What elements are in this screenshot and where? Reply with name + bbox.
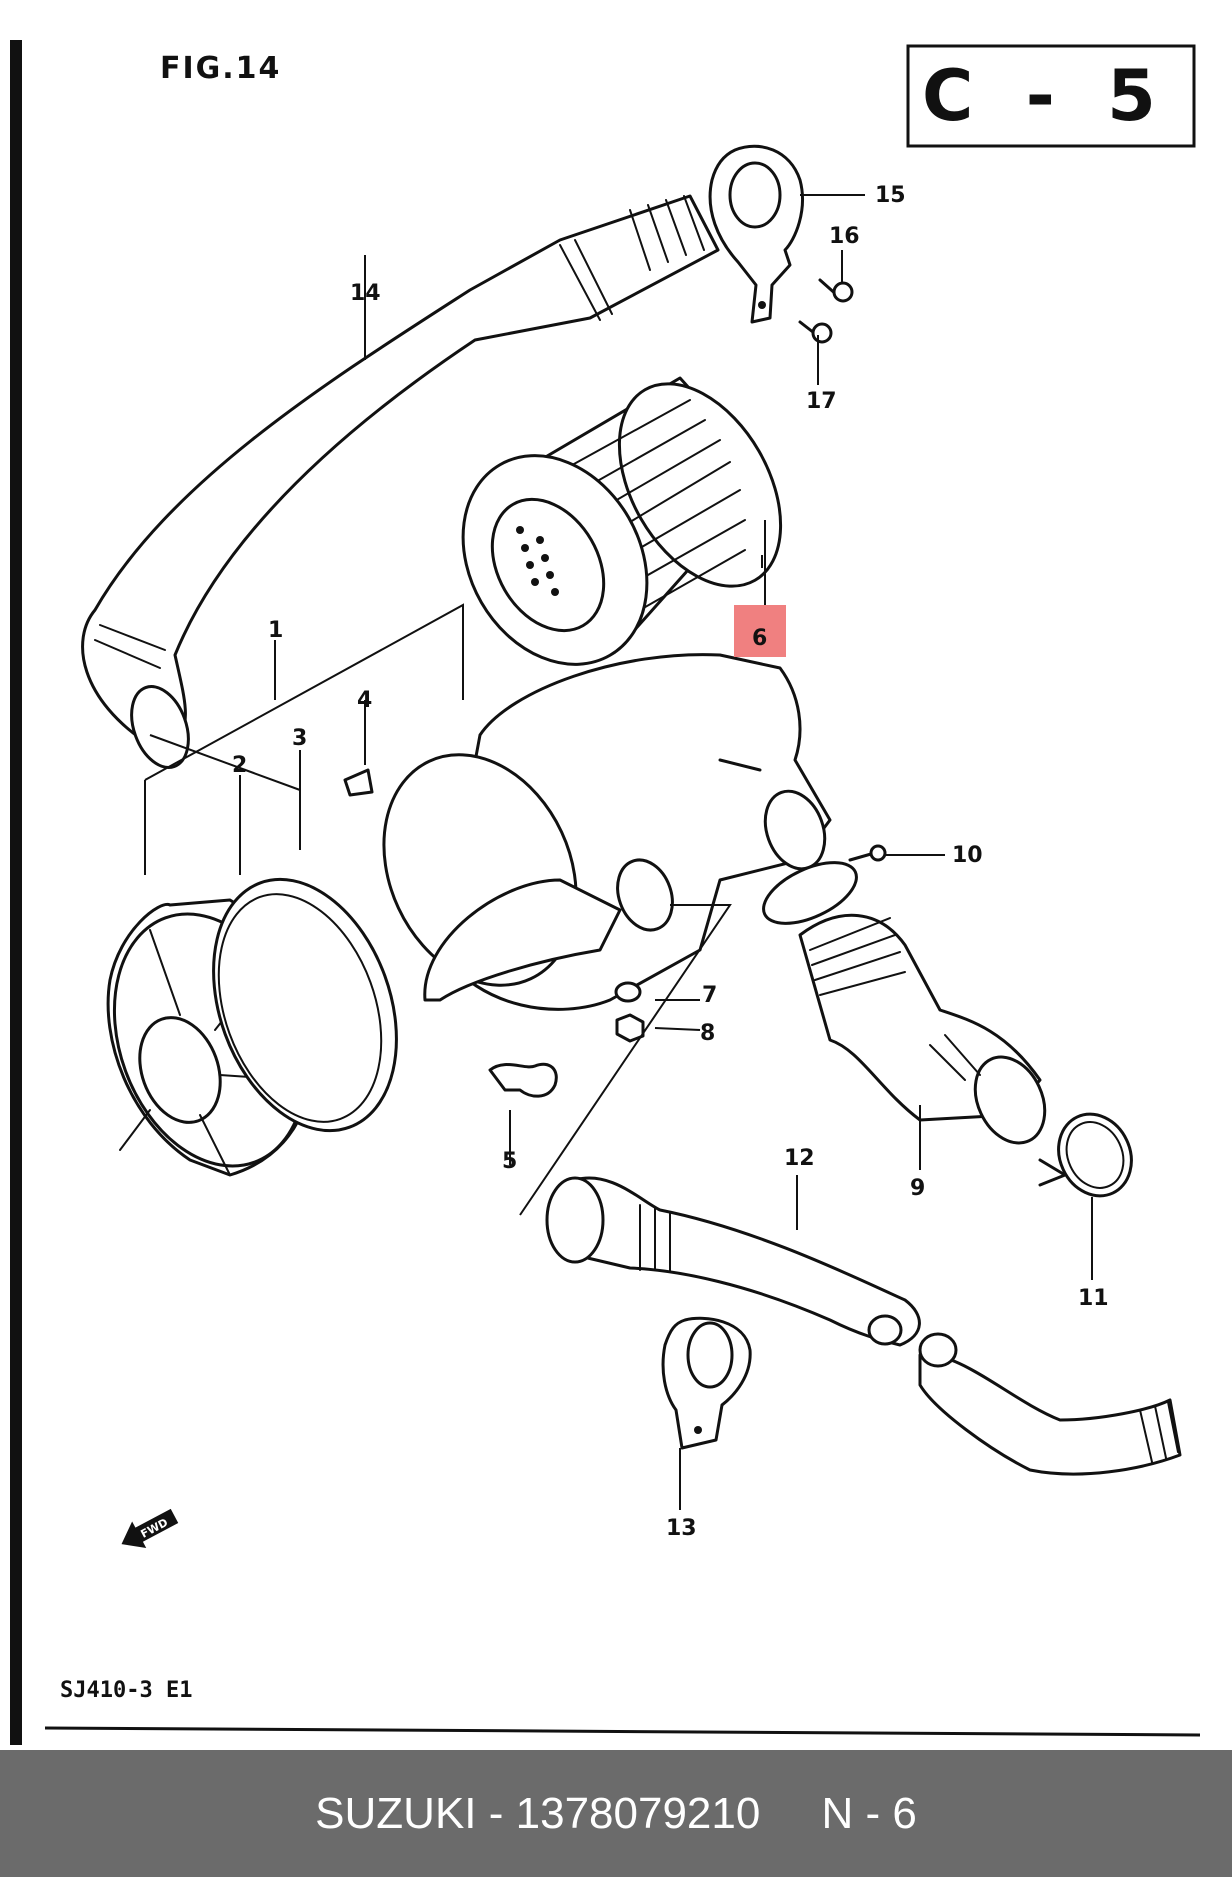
callout-3[interactable]: 3: [292, 726, 307, 751]
callout-11[interactable]: 11: [1078, 1286, 1109, 1311]
part-10-hose-clamp[interactable]: [755, 844, 887, 936]
callout-10[interactable]: 10: [952, 843, 983, 868]
callout-2[interactable]: 2: [232, 753, 247, 778]
callout-8[interactable]: 8: [700, 1021, 715, 1046]
callout-6[interactable]: 6: [752, 626, 767, 651]
part-11-clamp[interactable]: [1038, 1102, 1144, 1208]
leader-lines: [144, 194, 1093, 1510]
callout-17[interactable]: 17: [806, 389, 837, 414]
callout-16[interactable]: 16: [829, 224, 860, 249]
part-15-clamp[interactable]: [708, 144, 804, 324]
part-14-intake-pipe[interactable]: [81, 194, 720, 775]
parts-diagram: FIG.14 C - 5 SJ410-3 E1: [10, 40, 1201, 1745]
part-16-screw[interactable]: [818, 278, 854, 303]
page-border-bottom: [44, 1726, 1201, 1737]
part-13-clamp[interactable]: [661, 1316, 752, 1450]
callout-6-highlight: [734, 605, 786, 657]
part-5-clip[interactable]: [488, 1062, 558, 1098]
callout-5[interactable]: 5: [502, 1149, 517, 1174]
callout-1[interactable]: 1: [268, 618, 283, 643]
part-9-flex-hose[interactable]: [798, 913, 1058, 1154]
figure-title: FIG.14: [160, 51, 281, 86]
callout-14[interactable]: 14: [350, 281, 381, 306]
callout-9[interactable]: 9: [910, 1176, 925, 1201]
callout-4[interactable]: 4: [357, 688, 372, 713]
footer-bar: SUZUKI - 1378079210 N - 6: [0, 1750, 1232, 1877]
callout-15[interactable]: 15: [875, 183, 906, 208]
part-17-screw[interactable]: [798, 320, 833, 344]
part-7-washer[interactable]: [614, 981, 642, 1003]
callout-13[interactable]: 13: [666, 1516, 697, 1541]
callout-labels: 1 2 3 4 5 6 7 8 9 10 11 12 13 14 15 16 1…: [232, 183, 1109, 1541]
part-8-nut[interactable]: [615, 1013, 645, 1043]
part-6-air-filter-element[interactable]: [426, 356, 814, 698]
part-1-air-cleaner-case[interactable]: [348, 653, 835, 1017]
reference-code: C - 5: [922, 55, 1170, 137]
callout-12[interactable]: 12: [784, 1146, 815, 1171]
reference-box: C - 5: [906, 44, 1196, 148]
part-12-lower-hose[interactable]: [545, 1176, 1182, 1476]
footer-part-info: SUZUKI - 1378079210 N - 6: [315, 1789, 917, 1838]
part-3-seal-ring[interactable]: [181, 854, 430, 1156]
callout-7[interactable]: 7: [702, 983, 717, 1008]
model-code: SJ410-3 E1: [60, 1678, 192, 1703]
part-4-clip[interactable]: [343, 768, 374, 797]
fwd-arrow-icon: FWD: [121, 1508, 179, 1548]
